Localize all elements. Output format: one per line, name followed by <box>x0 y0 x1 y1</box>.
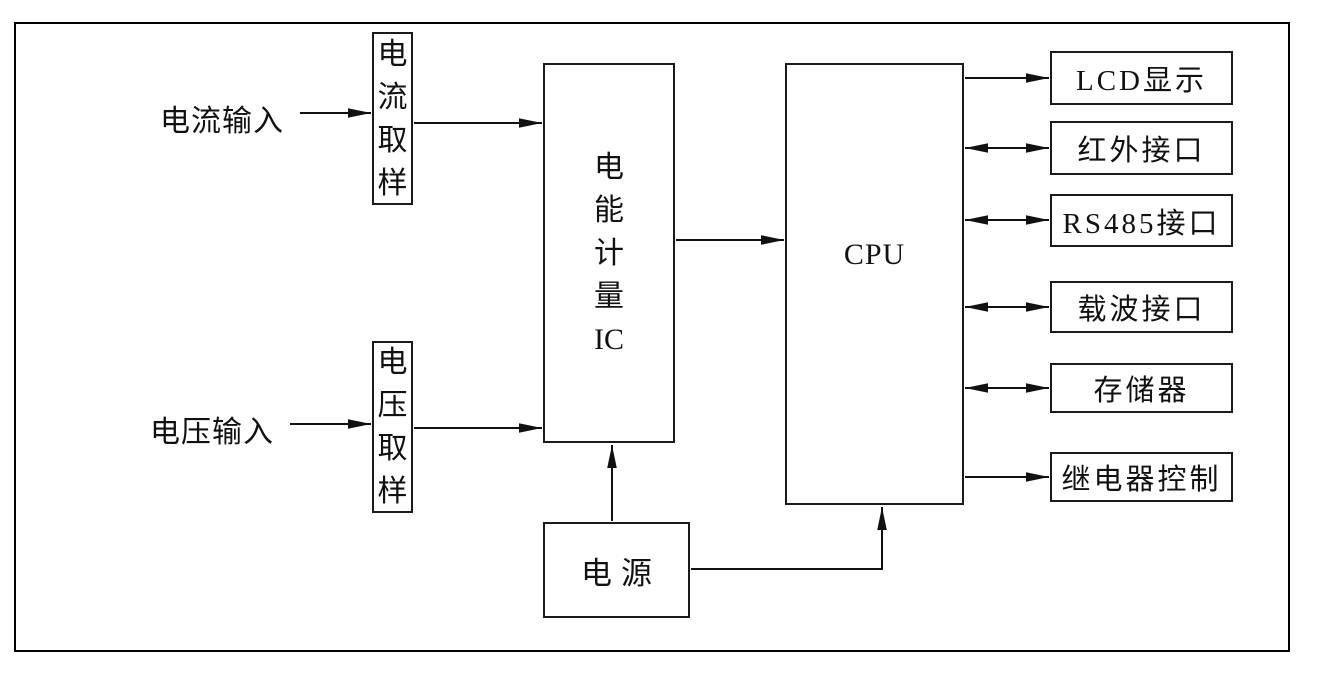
cpu-label: CPU <box>843 238 906 271</box>
block-rs485-interface: RS485接口 <box>1050 194 1233 247</box>
voltage-sampling-label: 电 压 取 样 <box>377 346 408 508</box>
block-memory: 存储器 <box>1050 363 1233 413</box>
block-relay-control: 继电器控制 <box>1050 452 1233 502</box>
metering-ic-label: 电 能 计 量 IC <box>594 150 624 356</box>
block-lcd-display: LCD显示 <box>1050 51 1233 105</box>
diagram-border <box>14 22 1290 652</box>
block-cpu: CPU <box>785 63 964 505</box>
block-metering-ic: 电 能 计 量 IC <box>543 63 675 443</box>
voltage-input-label: 电压输入 <box>150 416 274 449</box>
block-voltage-sampling: 电 压 取 样 <box>372 341 413 513</box>
carrier-interface-label: 载波接口 <box>1077 294 1206 326</box>
current-sampling-label: 电 流 取 样 <box>377 37 408 200</box>
current-input-label: 电流输入 <box>160 105 284 138</box>
block-current-sampling: 电 流 取 样 <box>372 32 413 205</box>
infrared-interface-label: 红外接口 <box>1077 135 1206 167</box>
lcd-display-label: LCD显示 <box>1075 65 1207 97</box>
block-infrared-interface: 红外接口 <box>1050 121 1233 175</box>
block-power: 电源 <box>543 522 690 618</box>
relay-control-label: 继电器控制 <box>1061 464 1222 496</box>
rs485-interface-label: RS485接口 <box>1062 207 1221 240</box>
power-label: 电源 <box>581 555 661 591</box>
memory-label: 存储器 <box>1093 375 1190 407</box>
block-carrier-interface: 载波接口 <box>1050 281 1233 333</box>
